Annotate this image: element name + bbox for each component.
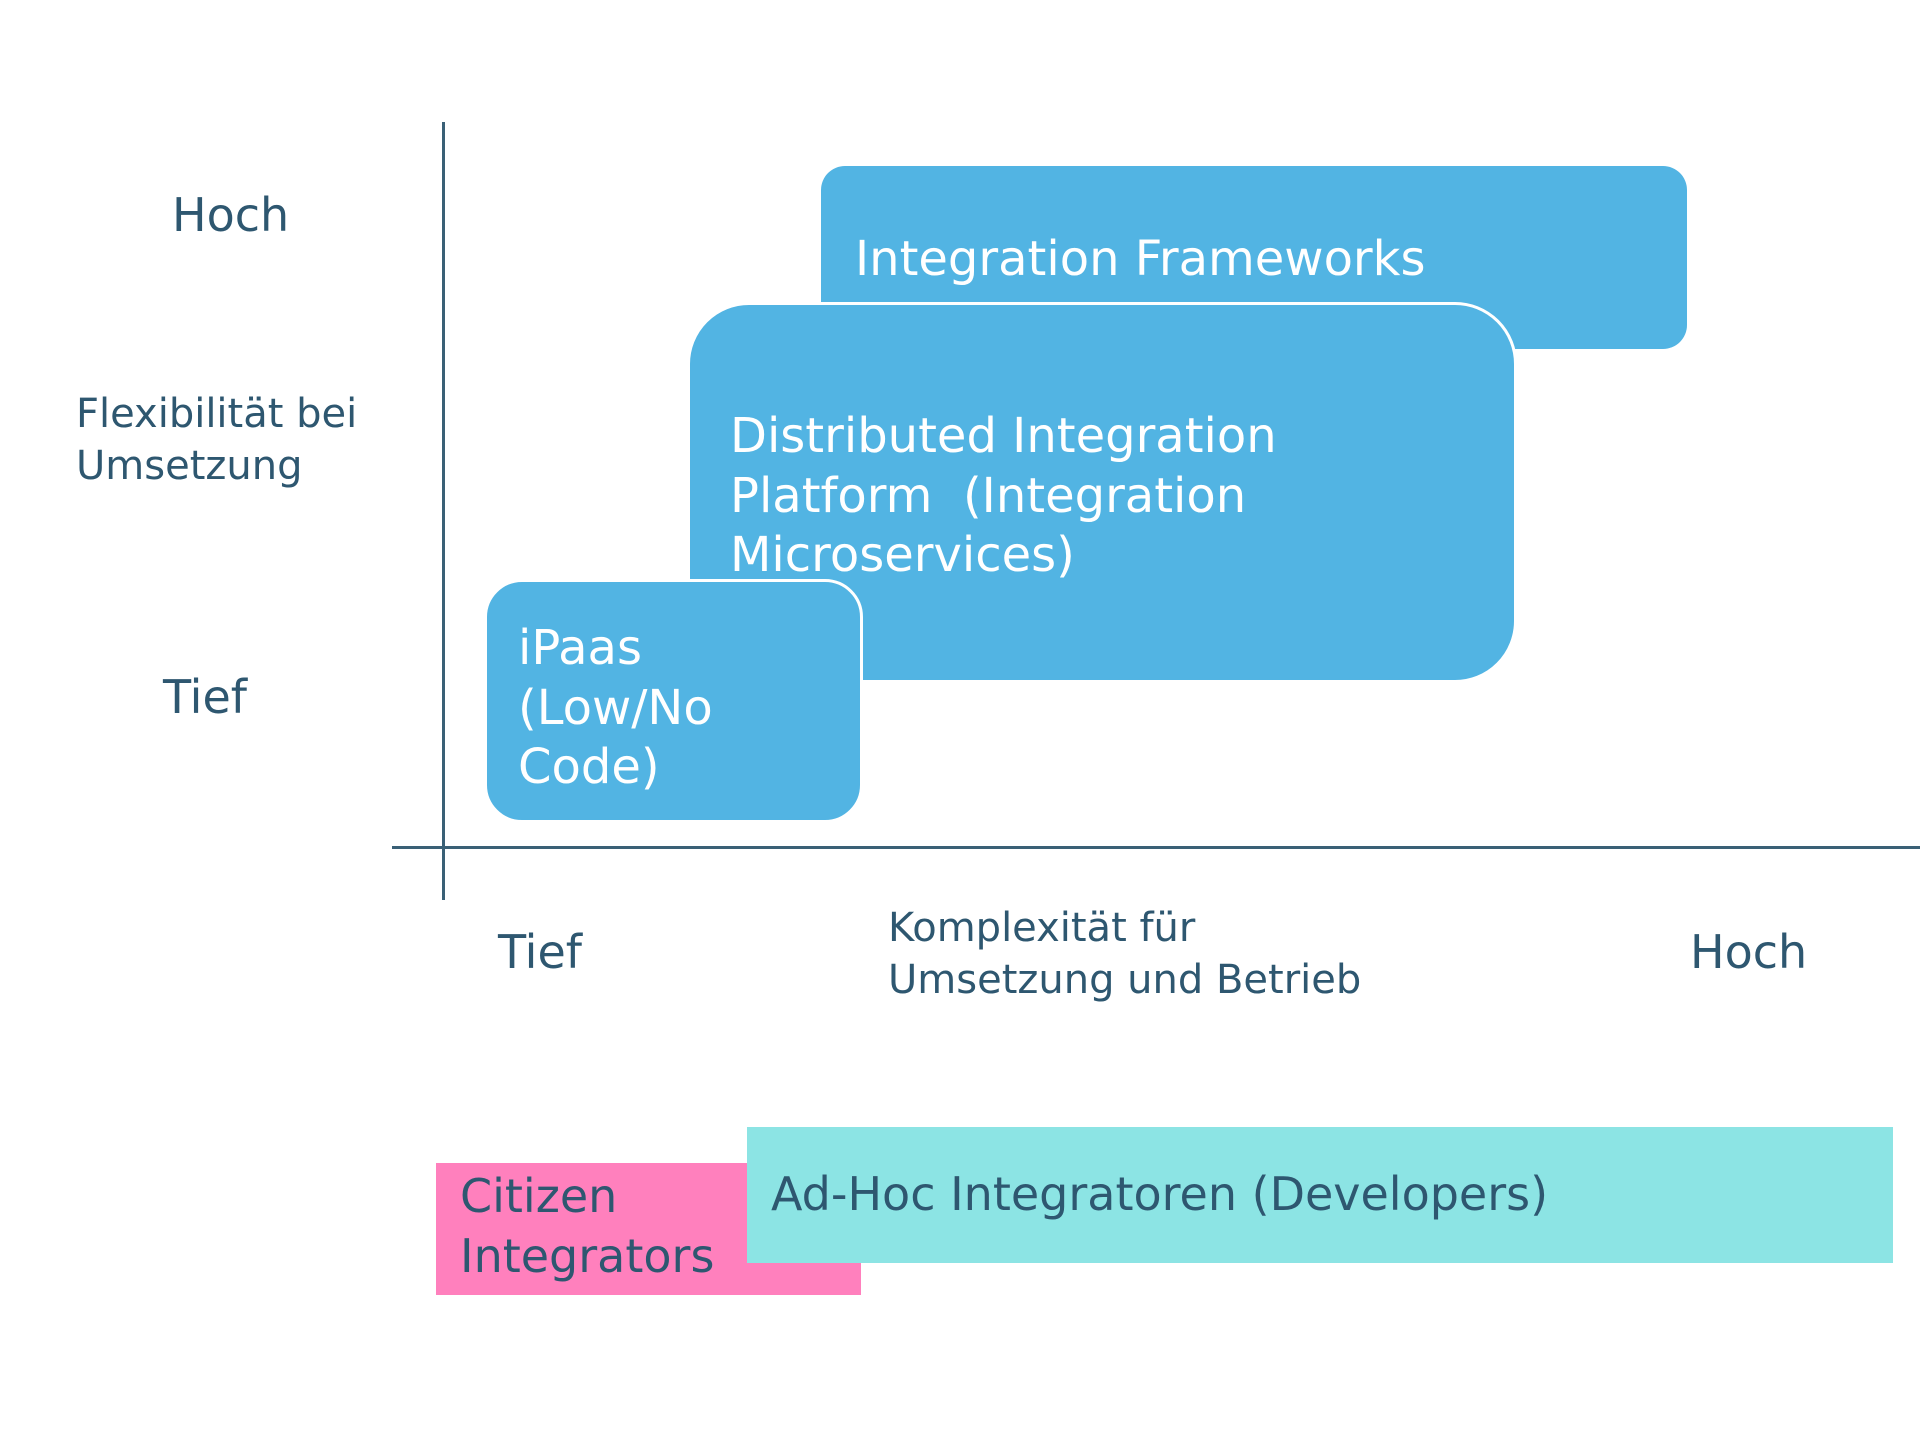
- y-axis-line: [442, 122, 445, 900]
- x-axis-title-line2: Umsetzung und Betrieb: [888, 957, 1362, 1003]
- x-axis-high-label: Hoch: [1690, 925, 1808, 979]
- y-axis-title: Flexibilität bei Umsetzung: [76, 388, 357, 492]
- distributed-label-line2: Platform (Integration: [730, 467, 1247, 524]
- adhoc-integrators-label: Ad-Hoc Integratoren (Developers): [771, 1167, 1549, 1221]
- x-axis-title: Komplexität für Umsetzung und Betrieb: [888, 902, 1361, 1006]
- adhoc-integrators-band: Ad-Hoc Integratoren (Developers): [747, 1127, 1893, 1263]
- y-axis-title-line1: Flexibilität bei: [76, 391, 358, 437]
- integration-frameworks-label: Integration Frameworks: [855, 231, 1426, 287]
- x-axis-line: [392, 846, 1920, 849]
- y-axis-high-label: Hoch: [172, 188, 290, 242]
- ipaas-label-line2: (Low/No: [518, 679, 713, 736]
- y-axis-low-label: Tief: [163, 670, 247, 724]
- ipaas-label-line3: Code): [518, 739, 660, 796]
- y-axis-title-line2: Umsetzung: [76, 443, 303, 489]
- x-axis-title-line1: Komplexität für: [888, 905, 1196, 951]
- distributed-label-line3: Microservices): [730, 527, 1075, 584]
- citizen-integrators-label: Citizen Integrators: [460, 1167, 714, 1287]
- distributed-integration-platform-box: Distributed Integration Platform (Integr…: [687, 302, 1517, 683]
- x-axis-low-label: Tief: [498, 925, 582, 979]
- ipaas-label: iPaas (Low/No Code): [518, 619, 848, 798]
- citizen-label-line2: Integrators: [460, 1228, 715, 1283]
- citizen-label-line1: Citizen: [460, 1169, 618, 1223]
- ipaas-box: iPaas (Low/No Code): [484, 579, 863, 823]
- distributed-label-line1: Distributed Integration: [730, 408, 1277, 464]
- distributed-integration-platform-label: Distributed Integration Platform (Integr…: [730, 407, 1370, 586]
- ipaas-label-line1: iPaas: [518, 620, 642, 676]
